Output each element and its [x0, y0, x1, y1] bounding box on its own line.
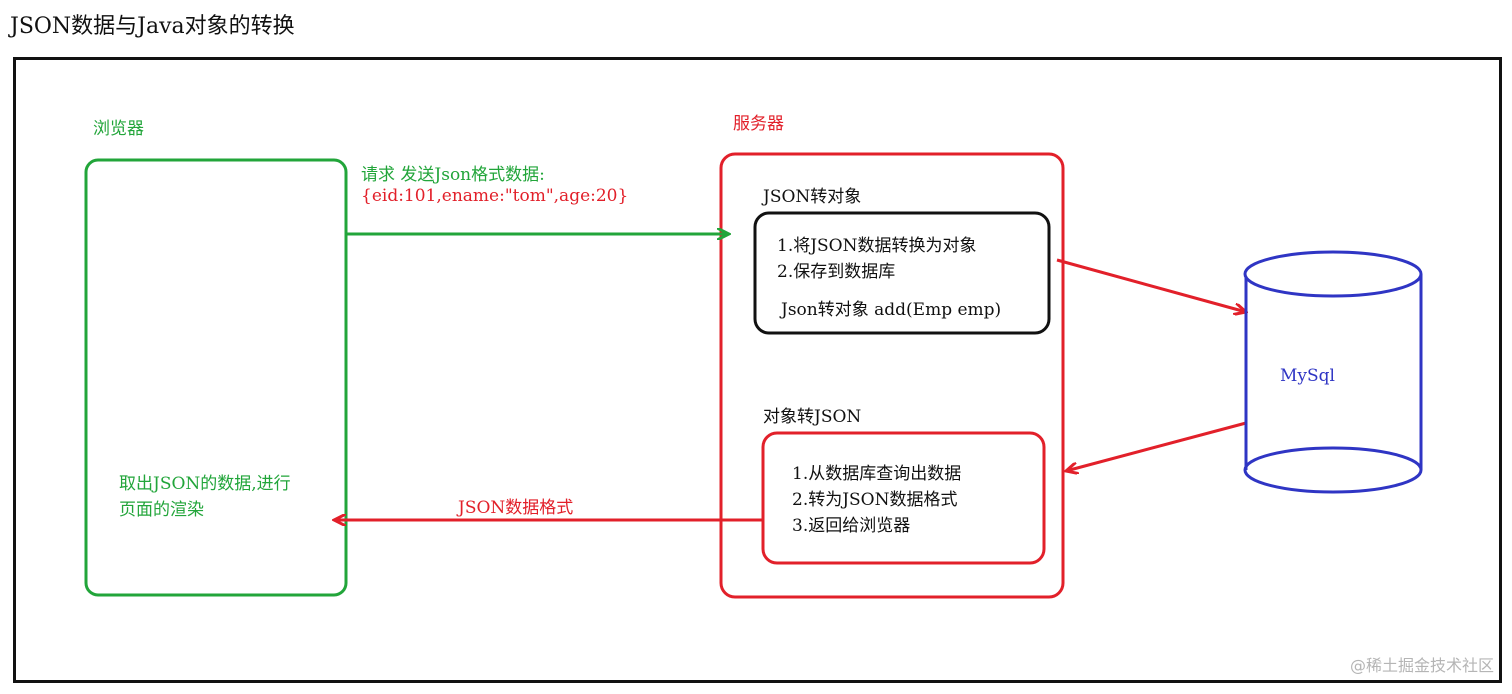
database-label: MySql	[1280, 366, 1335, 386]
json-to-object-step1: 1.将JSON数据转换为对象	[777, 236, 977, 256]
json-to-object-label: JSON转对象	[763, 187, 862, 207]
browser-render-line1: 取出JSON的数据,进行	[119, 474, 291, 494]
browser-label: 浏览器	[93, 119, 144, 139]
object-to-json-step2: 2.转为JSON数据格式	[792, 490, 958, 510]
object-to-json-label: 对象转JSON	[763, 407, 862, 427]
page-title: JSON数据与Java对象的转换	[10, 14, 295, 39]
json-to-object-box	[753, 211, 1051, 335]
query-from-db-arrow	[1066, 421, 1247, 471]
database-cylinder-icon	[1243, 250, 1423, 494]
watermark: @稀土掘金技术社区	[1349, 656, 1494, 675]
object-to-json-step3: 3.返回给浏览器	[792, 516, 911, 536]
response-label: JSON数据格式	[458, 498, 574, 518]
request-payload: {eid:101,ename:"tom",age:20}	[361, 186, 629, 206]
browser-render-line2: 页面的渲染	[119, 500, 204, 520]
json-to-object-method: Json转对象 add(Emp emp)	[781, 300, 1002, 320]
object-to-json-box	[761, 431, 1046, 565]
request-label: 请求 发送Json格式数据:	[361, 165, 545, 185]
server-box	[719, 152, 1065, 599]
browser-box	[84, 158, 348, 597]
object-to-json-step1: 1.从数据库查询出数据	[792, 464, 962, 484]
server-label: 服务器	[733, 114, 784, 134]
diagram-frame	[13, 57, 1502, 683]
json-to-object-step2: 2.保存到数据库	[777, 262, 896, 282]
save-to-db-arrow	[1056, 258, 1246, 312]
